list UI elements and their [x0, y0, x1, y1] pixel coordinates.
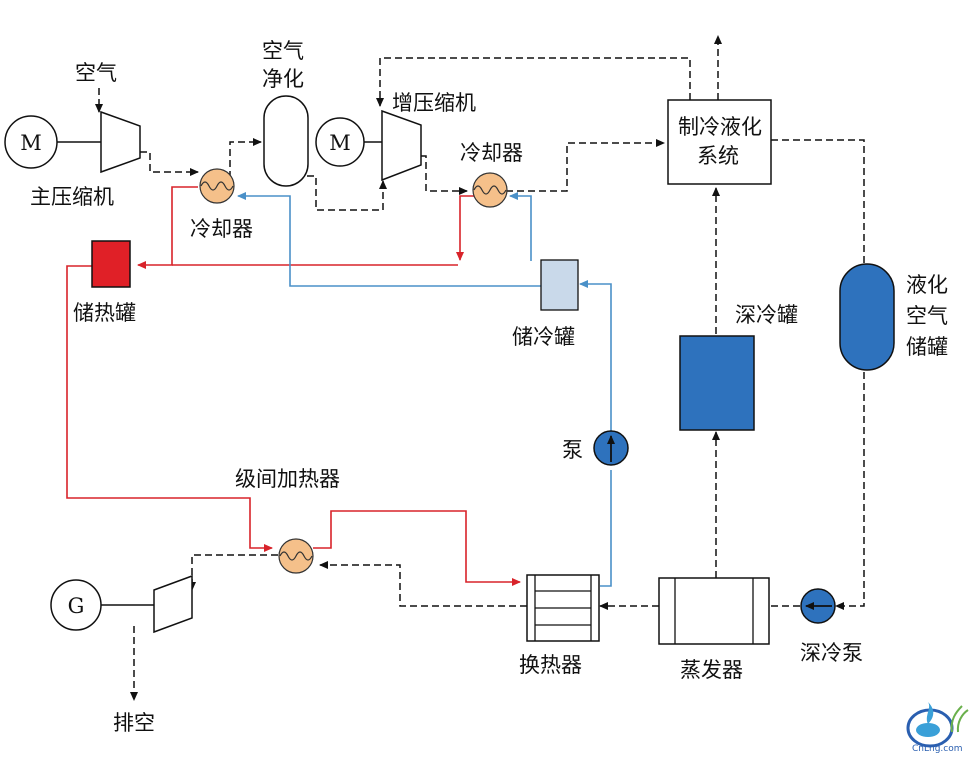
heat-exchanger-label: 换热器 [519, 653, 582, 677]
pump-icon [593, 430, 629, 466]
refrigeration-system-box [667, 99, 772, 185]
heat-exchanger-coil-icon [278, 538, 314, 574]
liquid-air-label-line1: 液化 [906, 273, 948, 297]
hot-storage-tank [91, 240, 131, 288]
interstage-heater-label: 级间加热器 [235, 467, 340, 491]
turbine-icon [153, 574, 193, 634]
main-compressor-label: 主压缩机 [30, 185, 114, 209]
compressor-icon [100, 110, 141, 174]
heat-storage-lines [66, 186, 521, 586]
deep-cold-tank [679, 335, 755, 431]
logo-icon: CnLng.com [906, 702, 969, 754]
evaporator-label: 蒸发器 [680, 658, 743, 682]
motor-label: M [20, 131, 42, 155]
air-inlet-label: 空气 [75, 61, 117, 85]
hot-tank-label: 储热罐 [73, 301, 136, 325]
liquid-air-tank [839, 263, 895, 371]
logo-text: CnLng.com [912, 744, 963, 754]
deep-cold-tank-label: 深冷罐 [735, 303, 798, 327]
shaft-lines [57, 141, 382, 606]
heat-exchanger-coil-icon [472, 172, 508, 208]
generator-icon: G [50, 579, 102, 631]
motor-label: M [329, 131, 351, 155]
motor-icon: M [4, 115, 58, 169]
exhaust-label: 排空 [113, 711, 155, 735]
heat-exchanger-coil-icon [199, 168, 235, 204]
cooler-1-label: 冷却器 [190, 217, 253, 241]
liquid-air-label-line2: 空气 [906, 304, 948, 328]
cold-storage-tank [540, 259, 579, 311]
plate-heat-exchanger [526, 574, 600, 642]
generator-label: G [68, 594, 85, 618]
liquid-air-label-line3: 储罐 [906, 335, 948, 359]
refrigeration-label-line1: 制冷液化 [678, 115, 762, 139]
cold-storage-lines [237, 192, 612, 587]
compressor-icon [381, 109, 422, 182]
evaporator-unit [658, 577, 770, 645]
pump-label: 泵 [562, 438, 583, 462]
air-flow-lines [95, 35, 865, 701]
booster-label: 增压缩机 [392, 91, 476, 115]
refrigeration-label-line2: 系统 [697, 144, 739, 168]
air-purify-label-line2: 净化 [262, 67, 304, 91]
cold-store-label: 储冷罐 [512, 325, 575, 349]
motor-icon: M [315, 117, 365, 167]
cooler-2-label: 冷却器 [460, 141, 523, 165]
air-purifier-vessel [263, 95, 309, 187]
pump-icon [800, 588, 836, 624]
air-purify-label-line1: 空气 [262, 39, 304, 63]
cryo-pump-label: 深冷泵 [800, 641, 863, 665]
